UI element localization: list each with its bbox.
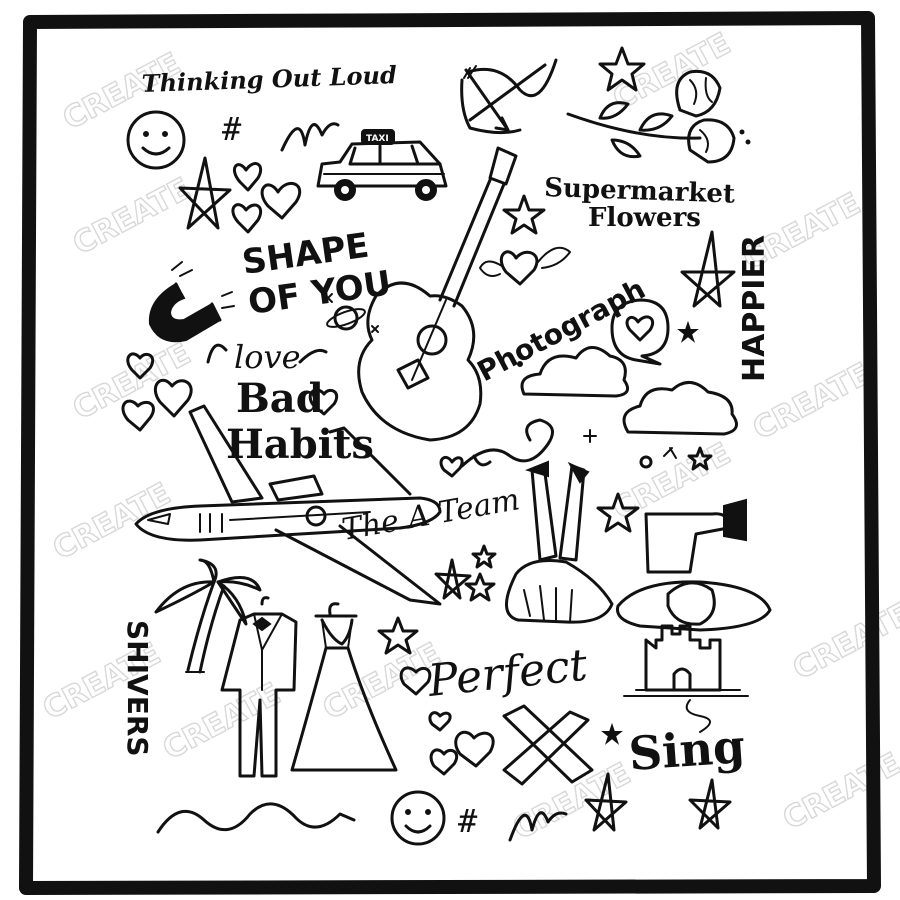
dot-icon <box>639 455 653 469</box>
title-the-a-team: The A Team <box>339 482 522 548</box>
watermark-text: CREATE <box>67 171 196 262</box>
couple-legs-icon <box>505 460 772 632</box>
heart-icon <box>121 399 155 432</box>
taxi-icon: TAXI <box>316 129 448 201</box>
title-habits: Habits <box>226 421 374 468</box>
title-sing: Sing <box>627 719 747 781</box>
magnet-icon <box>148 261 235 343</box>
swirl-icon <box>206 343 328 364</box>
heart-icon <box>308 388 339 416</box>
star-icon <box>687 446 713 471</box>
frame-border <box>19 11 881 895</box>
title-perfect: Perfect <box>425 640 590 708</box>
bow-arrow-icon <box>460 58 558 135</box>
title-shivers: SHIVERS <box>121 620 154 757</box>
star-icon <box>596 492 640 533</box>
heart-icon <box>429 748 459 776</box>
title-supermarket: Supermarket <box>544 173 736 210</box>
tuxedo-icon <box>220 596 298 778</box>
title-happier: HAPPIER <box>737 235 772 382</box>
heart-icon <box>233 162 263 192</box>
hash-icon: # <box>458 802 478 840</box>
guitar-icon <box>357 146 518 442</box>
star-icon <box>598 46 646 92</box>
title-love: love <box>234 338 301 376</box>
heart-string-icon <box>439 418 554 478</box>
heart-icon <box>153 378 193 418</box>
sparkle-icon <box>583 429 597 443</box>
hash-icon: # <box>222 110 242 148</box>
watermark-text: CREATE <box>787 596 900 687</box>
heart-icon <box>428 711 452 732</box>
title-flowers: Flowers <box>588 203 701 233</box>
title-photograph: Photograph <box>472 272 651 388</box>
palm-tree-icon <box>154 558 262 674</box>
heart-icon <box>399 666 432 696</box>
taxi-sign-text: TAXI <box>366 134 389 144</box>
heart-icon <box>260 181 302 220</box>
dot-icon <box>517 361 523 367</box>
star-icon <box>688 778 732 830</box>
star-icon <box>502 194 546 235</box>
star-icon <box>464 572 496 602</box>
speech-heart-icon <box>610 298 670 366</box>
heart-icon <box>231 203 263 234</box>
star-icon <box>434 558 472 600</box>
swirl-icon <box>280 122 340 152</box>
cloud-icon <box>520 346 630 398</box>
castle-icon <box>623 624 749 733</box>
heart-icon <box>126 352 155 380</box>
cloud-icon <box>622 381 738 436</box>
wedding-dress-icon <box>290 602 398 772</box>
x-icon <box>502 704 594 786</box>
star-icon <box>377 616 419 655</box>
heart-icon <box>454 730 495 768</box>
winged-heart-icon <box>479 246 571 286</box>
watermark-text: CREATE <box>777 746 900 837</box>
planet-icon <box>323 293 379 333</box>
star-icon <box>584 772 628 832</box>
swirl-icon <box>508 811 568 842</box>
airplane-icon <box>134 404 442 606</box>
wave-icon <box>156 802 356 834</box>
star-icon <box>601 722 623 745</box>
rose-icon <box>566 69 751 164</box>
star-icon <box>677 320 699 343</box>
star-icon <box>680 230 736 308</box>
star-icon <box>178 156 232 230</box>
smiley-icon <box>390 790 446 846</box>
sparkle-icon <box>663 447 677 459</box>
star-icon <box>471 544 497 569</box>
smiley-icon <box>126 110 186 170</box>
